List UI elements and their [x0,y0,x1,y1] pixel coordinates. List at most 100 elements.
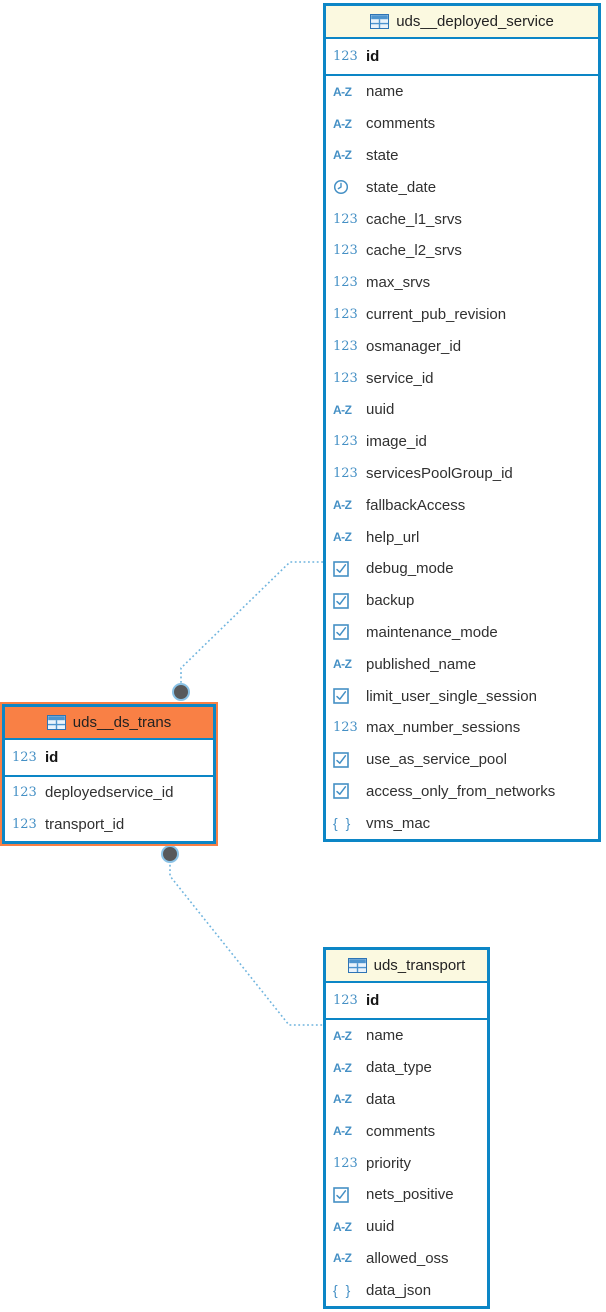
text-type-icon: A-Z [333,657,352,672]
number-type-icon: 123 [12,785,37,801]
column-name: data [366,1090,396,1108]
column-name: help_url [366,528,420,546]
number-type-icon: 123 [333,338,358,354]
number-type-icon: 123 [333,243,358,259]
number-type-icon: 123 [333,720,358,736]
column-row-allowed_oss[interactable]: A-Z allowed_oss [326,1243,487,1275]
column-name: service_id [366,369,434,387]
primary-key-section: 123 id [326,39,598,76]
column-name: published_name [366,655,477,673]
column-name: name [366,83,404,101]
column-name: nets_positive [366,1186,454,1204]
column-row-max_srvs[interactable]: 123 max_srvs [326,267,598,299]
number-type-icon: 123 [333,465,358,481]
column-row-limit_user_single_session[interactable]: limit_user_single_session [326,680,598,712]
column-row-use_as_service_pool[interactable]: use_as_service_pool [326,744,598,776]
text-type-icon: A-Z [333,402,352,417]
column-name: vms_mac [366,814,431,832]
column-name: osmanager_id [366,337,462,355]
number-type-icon: 123 [333,993,358,1008]
relation-endpoint-dot [172,683,190,701]
column-row-state_date[interactable]: state_date [326,171,598,203]
column-name: id [366,48,380,65]
number-type-icon: 123 [333,370,358,386]
column-name: maintenance_mode [366,623,498,641]
column-row-cache_l2_srvs[interactable]: 123 cache_l2_srvs [326,235,598,267]
text-type-icon: A-Z [333,498,352,513]
column-row-maintenance_mode[interactable]: maintenance_mode [326,617,598,649]
relation-line-uds__ds_trans-to-uds_transport [169,856,323,1026]
column-name: uuid [366,1218,395,1236]
json-type-icon: { } [333,1282,353,1299]
column-row-nets_positive[interactable]: nets_positive [326,1179,487,1211]
json-type-icon: { } [333,815,353,832]
text-type-icon: A-Z [333,1028,352,1043]
number-type-icon: 123 [12,750,37,765]
table-title: uds__deployed_service [396,13,554,30]
column-name: priority [366,1154,412,1172]
table-header-uds__ds_trans[interactable]: uds__ds_trans [5,707,213,740]
column-name: comments [366,1122,436,1140]
number-type-icon: 123 [333,275,358,291]
column-row-data_json[interactable]: { }data_json [326,1274,487,1306]
table-title: uds_transport [373,957,466,974]
column-row-name[interactable]: A-Z name [326,76,598,108]
table-header-uds__deployed_service[interactable]: uds__deployed_service [326,6,598,39]
number-type-icon: 123 [333,49,358,64]
column-row-debug_mode[interactable]: debug_mode [326,553,598,585]
column-name: use_as_service_pool [366,751,507,769]
column-name: access_only_from_networks [366,782,556,800]
column-row-service_id[interactable]: 123 service_id [326,362,598,394]
column-name: transport_id [45,816,125,834]
column-row-access_only_from_networks[interactable]: access_only_from_networks [326,776,598,808]
column-row-published_name[interactable]: A-Z published_name [326,648,598,680]
column-name: state [366,146,399,164]
column-row-fallbackAccess[interactable]: A-Z fallbackAccess [326,489,598,521]
table-title: uds__ds_trans [72,714,172,731]
column-row-backup[interactable]: backup [326,585,598,617]
column-row-uuid[interactable]: A-Z uuid [326,1211,487,1243]
pk-column-row-id[interactable]: 123 id [326,39,598,74]
text-type-icon: A-Z [333,1251,352,1266]
column-row-priority[interactable]: 123 priority [326,1147,487,1179]
column-name: data_type [366,1059,432,1077]
boolean-type-icon [333,1187,359,1203]
text-type-icon: A-Z [333,1219,352,1234]
table-header-uds_transport[interactable]: uds_transport [326,950,487,983]
text-type-icon: A-Z [333,84,352,99]
column-name: comments [366,115,436,133]
column-name: debug_mode [366,560,454,578]
column-name: fallbackAccess [366,496,466,514]
column-row-osmanager_id[interactable]: 123 osmanager_id [326,330,598,362]
column-name: image_id [366,433,427,451]
column-name: cache_l2_srvs [366,242,462,260]
column-row-vms_mac[interactable]: { } vms_mac [326,807,598,839]
column-name: allowed_oss [366,1249,449,1267]
column-name: max_srvs [366,274,431,292]
number-type-icon: 123 [333,1155,358,1171]
